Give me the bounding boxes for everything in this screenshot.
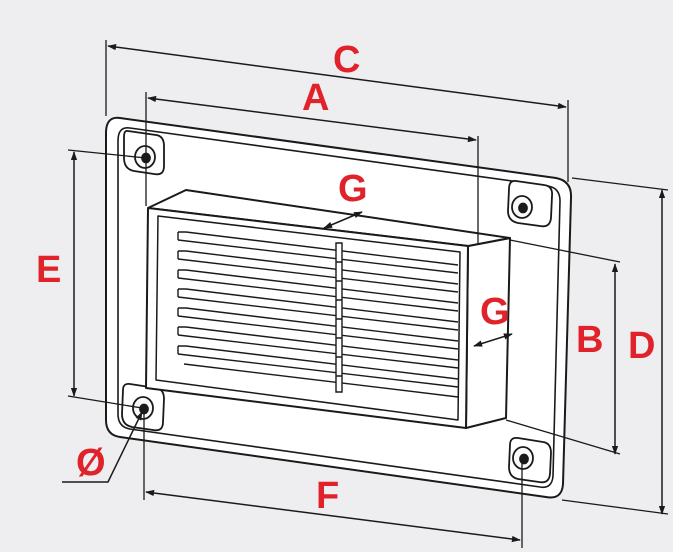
label-G-top: G bbox=[338, 168, 368, 210]
label-E: E bbox=[36, 249, 61, 291]
dim-line-A bbox=[147, 95, 477, 143]
dim-line-F bbox=[145, 489, 521, 543]
dim-line-C bbox=[107, 43, 567, 110]
diameter-leader bbox=[62, 411, 143, 483]
label-D: D bbox=[628, 325, 655, 367]
screw-boss-top-right bbox=[507, 180, 553, 228]
center-rib bbox=[335, 242, 343, 393]
dimension-labels: C A G E G B D Ø F bbox=[36, 39, 655, 517]
dim-line-G-side bbox=[473, 333, 513, 347]
label-A: A bbox=[302, 77, 329, 119]
dim-line-G-top bbox=[323, 211, 363, 229]
louvre-slats bbox=[177, 231, 459, 398]
extension-lines bbox=[67, 40, 669, 548]
dimension-lines bbox=[62, 43, 666, 543]
screw-boss-bottom-left bbox=[121, 382, 165, 432]
label-F: F bbox=[316, 475, 339, 517]
screw-boss-bottom-right bbox=[508, 436, 552, 484]
label-B: B bbox=[576, 319, 603, 361]
label-C: C bbox=[333, 39, 360, 81]
label-G-side: G bbox=[480, 291, 510, 333]
label-diameter: Ø bbox=[76, 442, 106, 484]
screw-boss-top-left bbox=[123, 129, 165, 176]
